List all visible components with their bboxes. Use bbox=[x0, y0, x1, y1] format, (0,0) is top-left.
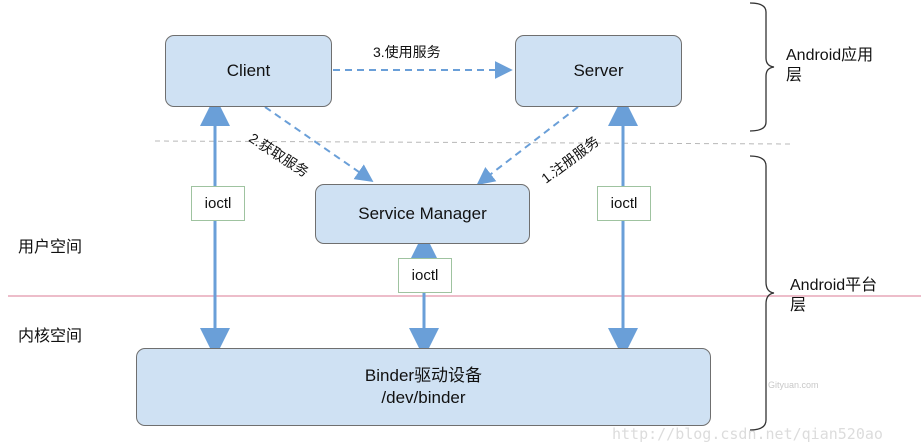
app-layer-brace bbox=[749, 2, 775, 132]
client-ioctl-label: ioctl bbox=[191, 186, 245, 221]
app-platform-separator bbox=[154, 140, 791, 145]
servicemanager-ioctl-label: ioctl bbox=[398, 258, 452, 293]
android-app-layer-label: Android应用层 bbox=[786, 47, 874, 84]
client-label: Client bbox=[226, 61, 271, 80]
binder-driver-label: Binder驱动设备 bbox=[364, 366, 483, 385]
service-manager-box: Service Manager bbox=[315, 184, 530, 244]
server-box: Server bbox=[515, 35, 682, 107]
kernel-space-label: 内核空间 bbox=[18, 328, 83, 345]
platform-layer-brace bbox=[749, 155, 775, 431]
service-manager-label: Service Manager bbox=[358, 204, 487, 223]
user-space-label: 用户空间 bbox=[18, 239, 83, 256]
android-platform-layer-label: Android平台层 bbox=[790, 277, 878, 314]
binder-device-path: /dev/binder bbox=[381, 388, 466, 407]
server-label: Server bbox=[573, 61, 624, 80]
get-service-arrow bbox=[264, 106, 374, 183]
step3-label: 3.使用服务 bbox=[373, 44, 441, 60]
gityuan-watermark: Gityuan.com bbox=[768, 380, 819, 390]
csdn-url-watermark: http://blog.csdn.net/qian520ao bbox=[612, 425, 883, 443]
register-service-arrow bbox=[476, 106, 579, 186]
client-box: Client bbox=[165, 35, 332, 107]
server-ioctl-label: ioctl bbox=[597, 186, 651, 221]
binder-driver-box: Binder驱动设备 /dev/binder bbox=[136, 348, 711, 426]
